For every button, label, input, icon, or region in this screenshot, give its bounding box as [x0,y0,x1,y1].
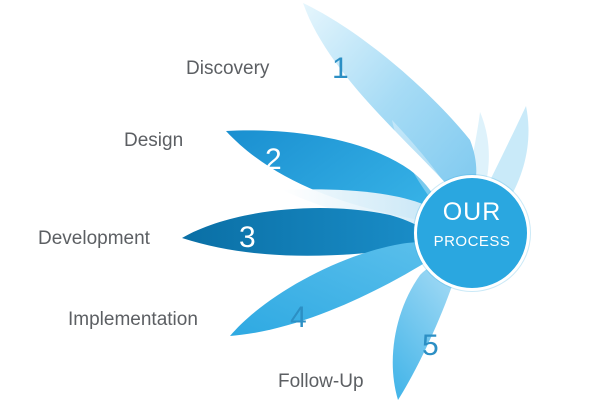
step-label-implementation: Implementation [68,309,198,330]
step-label-follow-up: Follow-Up [278,371,364,392]
step-number-1: 1 [332,52,349,85]
step-number-5: 5 [422,329,439,362]
petal-1 [303,3,477,205]
step-label-development: Development [38,228,150,249]
center-circle [414,175,530,291]
step-number-4: 4 [290,301,307,334]
petal-5 [392,263,458,400]
petal-4 [230,242,445,336]
step-number-2: 2 [265,143,282,176]
step-number-3: 3 [239,221,256,254]
step-label-design: Design [124,130,184,151]
petal-3 [182,208,440,256]
step-label-discovery: Discovery [186,58,270,79]
center-subtitle: PROCESS [433,233,511,250]
center-title: OUR [442,198,502,226]
